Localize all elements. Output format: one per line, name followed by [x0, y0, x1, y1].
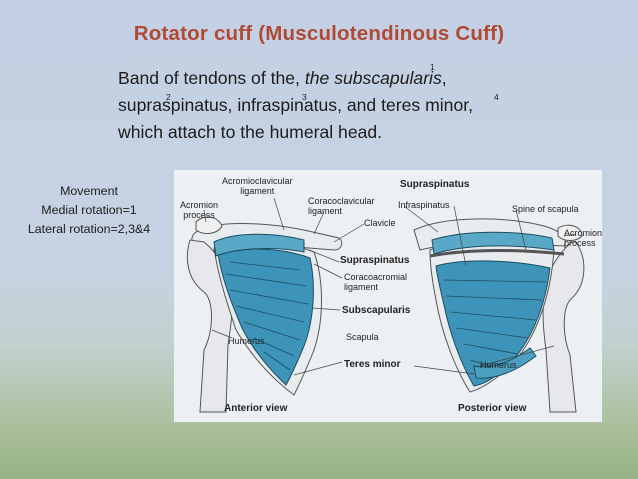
superscript-2: 2 [166, 92, 171, 102]
label-line: process [564, 238, 596, 248]
anterior-view-drawing [186, 216, 343, 413]
label-line: ligament [308, 206, 343, 216]
label-line: process [183, 210, 215, 220]
supraspinatus-anterior-shape [213, 233, 305, 257]
movement-box: Movement Medial rotation=1 Lateral rotat… [14, 182, 164, 239]
superscript-3: 3 [302, 92, 307, 102]
subscapularis-fibers [225, 261, 309, 371]
subscapularis-term: the subscapularis [304, 68, 442, 88]
posterior-view-drawing [413, 218, 585, 413]
label-line: Acromion [180, 200, 219, 210]
label-line: Coracoclavicular [308, 196, 375, 206]
body-line-2: supraspinatus, infraspinatus, and teres … [118, 95, 474, 115]
spine-of-scapula-shape [429, 249, 565, 258]
spine-of-scapula-label: Spine of scapula [512, 204, 579, 214]
lateral-rotation: Lateral rotation=2,3&4 [27, 222, 151, 236]
scapula-label: Scapula [346, 332, 379, 342]
superscript-4: 4 [494, 92, 499, 102]
body-line-3: which attach to the humeral head. [118, 122, 383, 142]
subscapularis-muscle-shape [217, 248, 314, 386]
acromion-left-shape [195, 216, 223, 234]
label-line: ligament [344, 282, 379, 292]
label-line: Coracoacromial [344, 272, 408, 282]
medial-rotation: Medial rotation=1 [41, 203, 137, 217]
supraspinatus-top-label: Supraspinatus [400, 179, 470, 190]
label-line: ligament [240, 186, 275, 196]
slide-title: Rotator cuff (Musculotendinous Cuff) [133, 22, 505, 45]
clavicle-label: Clavicle [364, 218, 396, 228]
humerus-right-label: Humerus [480, 360, 517, 370]
infraspinatus-label: Infraspinatus [398, 200, 450, 210]
supraspinatus-posterior-shape [431, 231, 555, 255]
movement-heading: Movement [60, 184, 118, 198]
body-text-segment: , [441, 68, 447, 88]
supraspinatus-mid-label: Supraspinatus [340, 255, 410, 266]
infraspinatus-fibers [443, 279, 547, 371]
teres-minor-label: Teres minor [344, 359, 401, 370]
subscapularis-label: Subscapularis [342, 305, 411, 316]
leader-lines [203, 197, 577, 376]
body-text-segment: Band of tendons of the, [118, 68, 305, 88]
acromion-right-shape [557, 224, 583, 241]
body-line-1: Band of tendons of the, the subscapulari… [118, 65, 588, 92]
posterior-view-caption: Posterior view [458, 403, 527, 414]
superscript-1: 1 [430, 62, 435, 72]
humerus-left-label: Humerus [228, 336, 265, 346]
label-line: Acromioclavicular [222, 176, 293, 186]
teres-minor-muscle-shape [473, 347, 537, 379]
label-line: Acromion [564, 228, 603, 238]
body-paragraph: Band of tendons of the, the subscapulari… [118, 65, 588, 146]
anterior-view-caption: Anterior view [224, 403, 288, 414]
shoulder-anatomy-drawing [174, 170, 602, 422]
